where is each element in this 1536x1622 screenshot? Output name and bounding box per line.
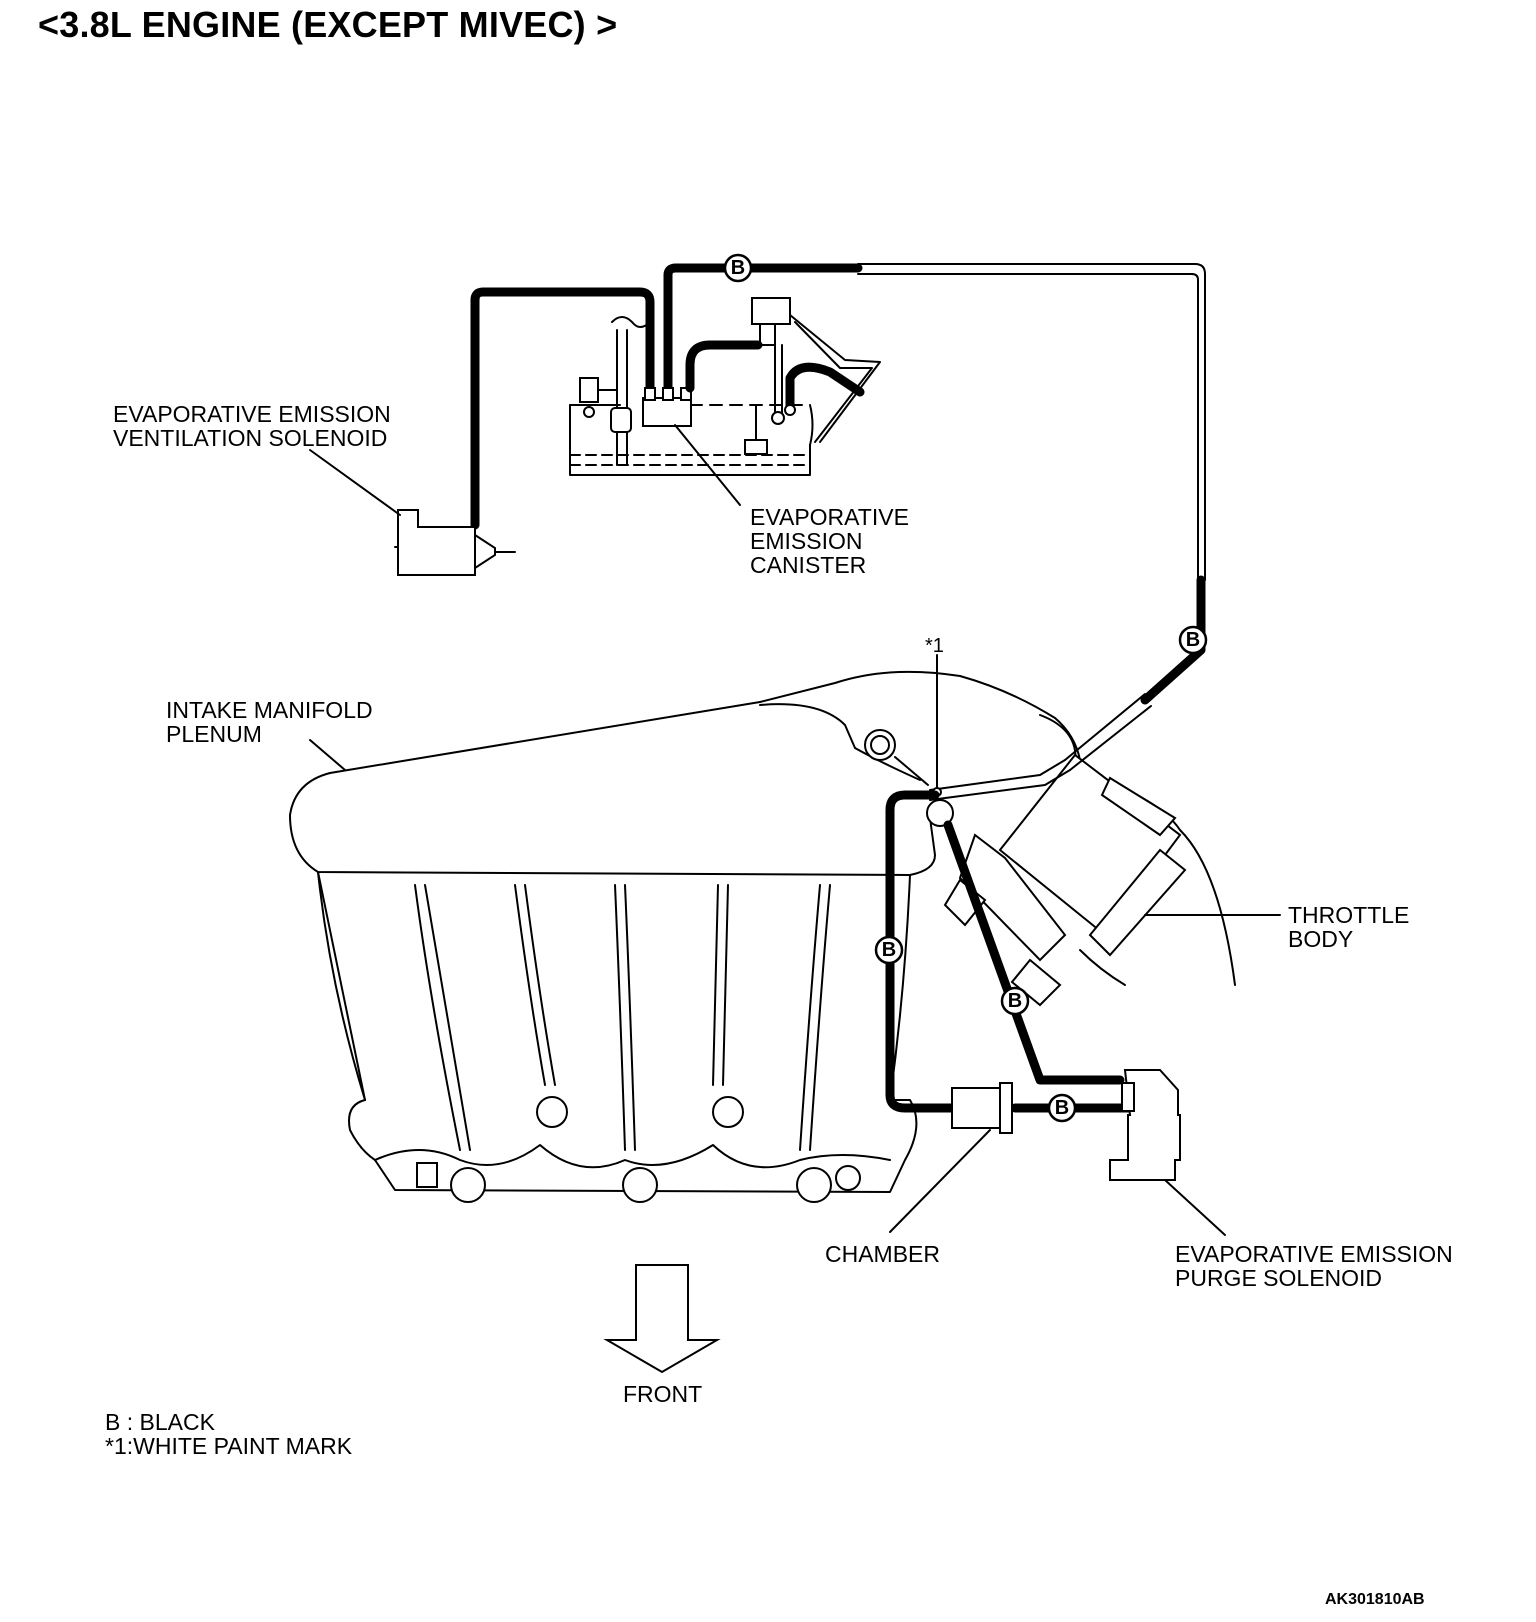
legend: B : BLACK *1:WHITE PAINT MARK — [105, 1410, 352, 1458]
throttle-body — [929, 714, 1236, 1007]
plenum-label: INTAKE MANIFOLD PLENUM — [166, 697, 373, 747]
hose-badge: B — [1178, 625, 1208, 655]
hose-badge: B — [1000, 986, 1030, 1016]
badge-text: B — [1186, 629, 1200, 651]
badge-text: B — [731, 257, 745, 279]
canister-label: EVAPORATIVE EMISSION CANISTER — [750, 504, 909, 578]
evap-canister — [569, 297, 881, 506]
figure-code: AK301810AB — [1325, 1591, 1425, 1608]
purge-solenoid-label: EVAPORATIVE EMISSION PURGE SOLENOID — [1175, 1241, 1453, 1291]
hose-badge: B — [723, 253, 753, 283]
throttle-body-label: THROTTLE BODY — [1288, 902, 1410, 952]
page-title: <3.8L ENGINE (EXCEPT MIVEC) > — [38, 4, 618, 45]
legend-item: B : BLACK — [105, 1409, 215, 1435]
chamber — [889, 1082, 1013, 1233]
hose-canister-purge-black-1 — [663, 263, 863, 400]
intake-manifold-plenum — [289, 670, 1081, 1203]
paint-mark-ref-label: *1 — [925, 635, 944, 657]
legend-item: *1:WHITE PAINT MARK — [105, 1433, 353, 1459]
ventilation-solenoid-label: EVAPORATIVE EMISSION VENTILATION SOLENOI… — [113, 401, 391, 451]
hose-nipple-to-purge — [943, 820, 1125, 1085]
badge-text: B — [1008, 990, 1022, 1012]
hose-badge: B — [874, 935, 904, 965]
badge-text: B — [882, 939, 896, 961]
ventilation-solenoid — [309, 449, 516, 576]
purge-solenoid — [1109, 1069, 1226, 1236]
front-label: FRONT — [623, 1381, 703, 1407]
hose-vent-to-canister — [470, 287, 655, 530]
plenum-leader — [309, 739, 346, 771]
front-arrow — [603, 1264, 721, 1374]
vacuum-nipple — [926, 799, 954, 827]
chamber-label: CHAMBER — [825, 1241, 941, 1267]
hose-badge: B — [1047, 1093, 1077, 1123]
badge-text: B — [1055, 1097, 1069, 1119]
